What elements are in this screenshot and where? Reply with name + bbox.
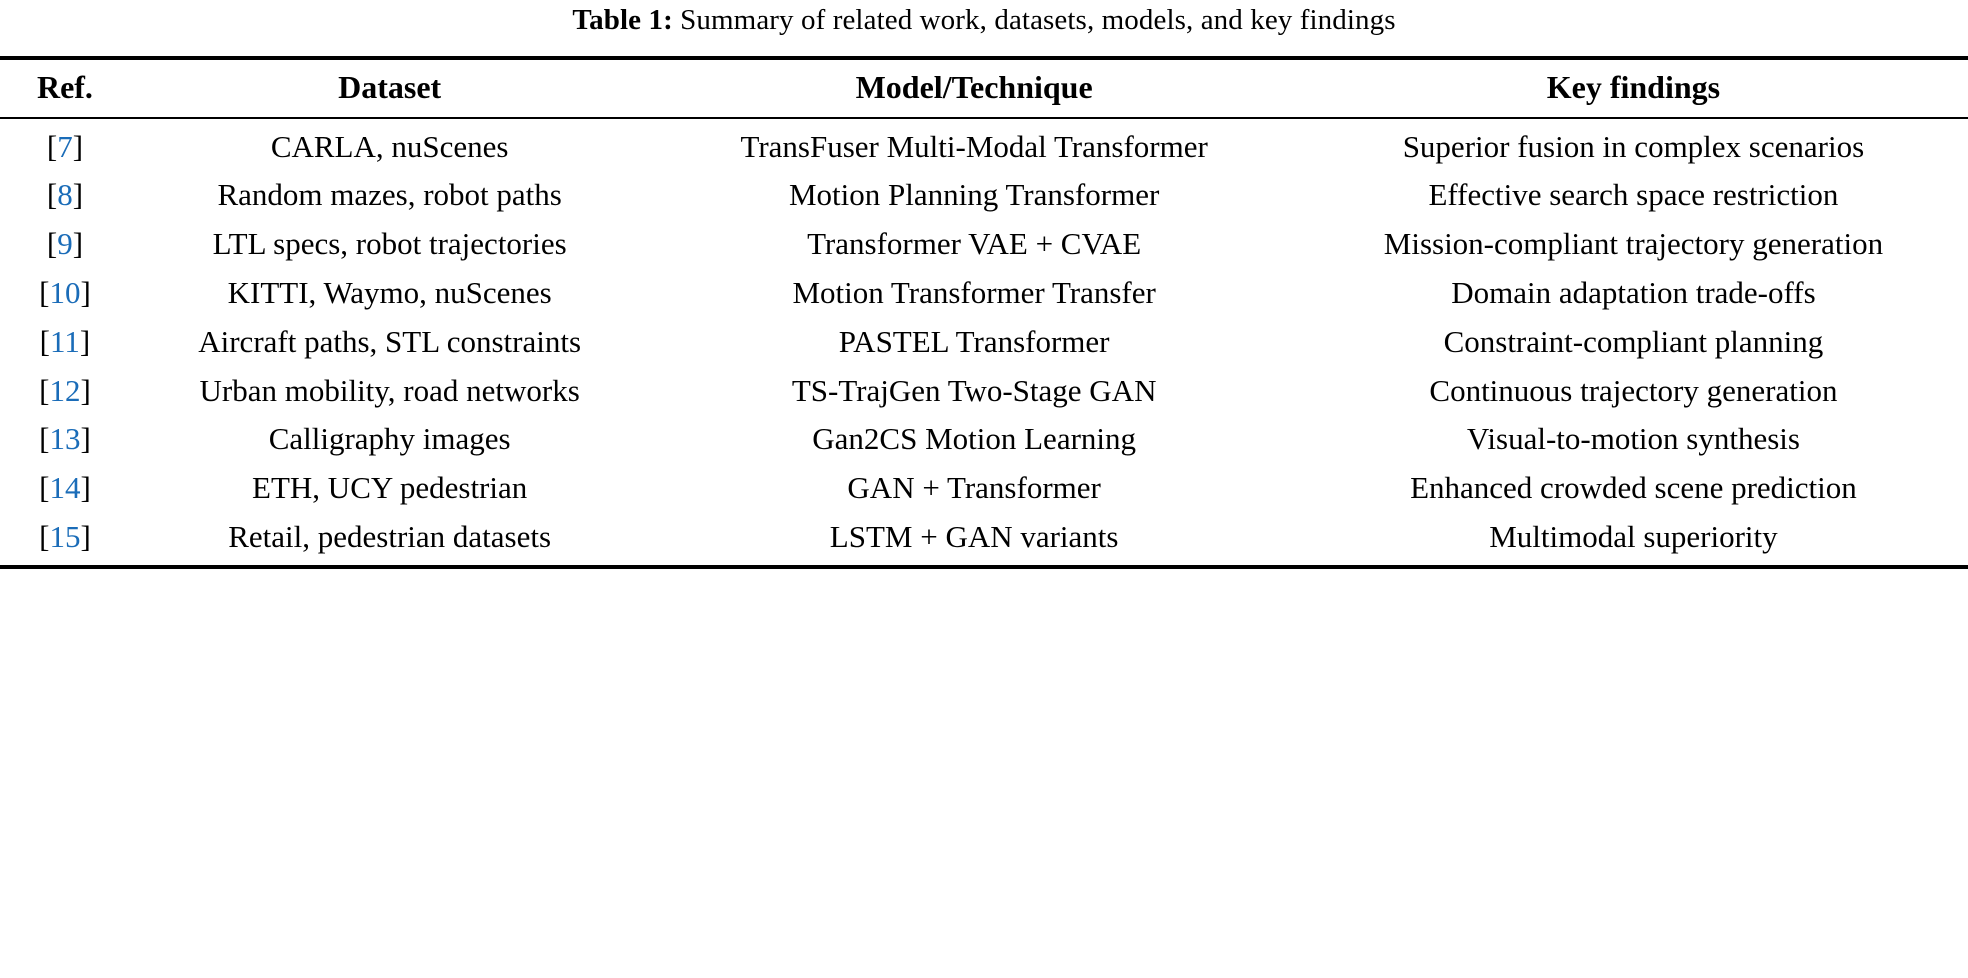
table-cell-finding: Continuous trajectory generation: [1429, 372, 1838, 408]
column-header-key-findings: Key findings: [1546, 69, 1721, 105]
bracket-close: ]: [80, 470, 91, 506]
table-cell-finding: Enhanced crowded scene prediction: [1410, 470, 1857, 506]
bracket-close: ]: [72, 128, 84, 164]
table-row: [7] CARLA, nuScenes TransFuser Multi-Modal…: [0, 118, 1968, 172]
table-cell-ref: [13]: [0, 415, 130, 464]
citation-link[interactable]: 15: [49, 519, 81, 555]
citation-link[interactable]: 9: [57, 226, 73, 262]
table-caption: Table 1: Summary of related work, datase…: [0, 0, 1968, 56]
table-row: [13] Calligraphy images Gan2CS Motion Lear…: [0, 415, 1968, 464]
citation-link[interactable]: 10: [49, 275, 81, 311]
column-header-ref: Ref.: [36, 69, 93, 105]
column-header-dataset: Dataset: [338, 69, 442, 105]
bracket-open: [: [46, 226, 58, 262]
citation-link[interactable]: 7: [57, 128, 73, 164]
bracket-close: ]: [80, 372, 91, 408]
table-cell-model: TS-TrajGen Two-Stage GAN: [791, 372, 1157, 408]
citation-link[interactable]: 14: [49, 470, 81, 506]
table-row: [15] Retail, pedestrian datasets LSTM + GA…: [0, 513, 1968, 567]
table-cell-ref: [7]: [0, 118, 130, 172]
table-cell-finding: Effective search space restriction: [1428, 177, 1839, 213]
table-cell-dataset: CARLA, nuScenes: [270, 128, 509, 164]
table-cell-model: Motion Planning Transformer: [788, 177, 1160, 213]
table-cell-dataset: ETH, UCY pedestrian: [252, 470, 528, 506]
caption-label: Table 1:: [572, 4, 673, 36]
table-cell-ref: [15]: [0, 513, 130, 567]
citation-link[interactable]: 8: [57, 177, 73, 213]
bracket-open: [: [46, 177, 58, 213]
bracket-close: ]: [72, 226, 84, 262]
table-row: [8] Random mazes, robot paths Motion Plann…: [0, 171, 1968, 220]
citation-link[interactable]: 13: [49, 421, 81, 457]
table-cell-dataset: Retail, pedestrian datasets: [228, 519, 552, 555]
table-row: [11] Aircraft paths, STL constraints PASTE…: [0, 318, 1968, 367]
citation-link[interactable]: 11: [50, 323, 80, 359]
table-cell-dataset: LTL specs, robot trajectories: [212, 226, 567, 262]
table-cell-ref: [12]: [0, 367, 130, 416]
table-cell-ref: [14]: [0, 464, 130, 513]
table-cell-model: TransFuser Multi-Modal Transformer: [740, 128, 1208, 164]
table-cell-finding: Domain adaptation trade-offs: [1451, 275, 1816, 311]
table-cell-ref: [8]: [0, 171, 130, 220]
header-row: Ref. Dataset Model/Technique Key finding…: [0, 58, 1968, 118]
table-cell-dataset: Random mazes, robot paths: [217, 177, 562, 213]
table-cell-model: PASTEL Transformer: [838, 323, 1110, 359]
table-cell-finding: Mission-compliant trajectory generation: [1383, 226, 1884, 262]
bracket-close: ]: [80, 275, 91, 311]
table-cell-finding: Visual-to-motion synthesis: [1466, 421, 1800, 457]
bracket-close: ]: [80, 421, 91, 457]
table-cell-ref: [11]: [0, 318, 130, 367]
related-work-table: Ref. Dataset Model/Technique Key finding…: [0, 56, 1968, 569]
table-cell-model: Gan2CS Motion Learning: [812, 421, 1137, 457]
bracket-close: ]: [72, 177, 84, 213]
table-row: [9] LTL specs, robot trajectories Transfor…: [0, 220, 1968, 269]
caption-text: Summary of related work, datasets, model…: [672, 4, 1396, 36]
bracket-open: [: [39, 372, 50, 408]
column-header-model: Model/Technique: [855, 69, 1093, 105]
bracket-open: [: [39, 470, 50, 506]
table-cell-dataset: Calligraphy images: [268, 421, 511, 457]
table-cell-model: GAN + Transformer: [847, 470, 1101, 506]
citation-link[interactable]: 12: [49, 372, 81, 408]
table-cell-model: Motion Transformer Transfer: [792, 275, 1156, 311]
table-cell-finding: Multimodal superiority: [1489, 519, 1778, 555]
bracket-open: [: [39, 323, 50, 359]
table-cell-ref: [9]: [0, 220, 130, 269]
table-cell-model: Transformer VAE + CVAE: [807, 226, 1142, 262]
table-row: [12] Urban mobility, road networks TS-Traj…: [0, 367, 1968, 416]
table-row: [14] ETH, UCY pedestrian GAN + Transformer…: [0, 464, 1968, 513]
bracket-close: ]: [79, 323, 91, 359]
table-cell-dataset: KITTI, Waymo, nuScenes: [227, 275, 552, 311]
table-cell-ref: [10]: [0, 269, 130, 318]
bracket-open: [: [46, 128, 58, 164]
bracket-close: ]: [80, 519, 91, 555]
table-body: [7] CARLA, nuScenes TransFuser Multi-Modal…: [0, 118, 1968, 567]
table-cell-model: LSTM + GAN variants: [829, 519, 1119, 555]
table-row: [10] KITTI, Waymo, nuScenes Motion Transfo…: [0, 269, 1968, 318]
table-cell-finding: Superior fusion in complex scenarios: [1402, 128, 1865, 164]
bracket-open: [: [39, 519, 50, 555]
bracket-open: [: [39, 275, 50, 311]
table-cell-finding: Constraint-compliant planning: [1443, 323, 1824, 359]
table-cell-dataset: Urban mobility, road networks: [199, 372, 580, 408]
table-cell-dataset: Aircraft paths, STL constraints: [198, 323, 582, 359]
table-header: Ref. Dataset Model/Technique Key finding…: [0, 58, 1968, 118]
bracket-open: [: [39, 421, 50, 457]
